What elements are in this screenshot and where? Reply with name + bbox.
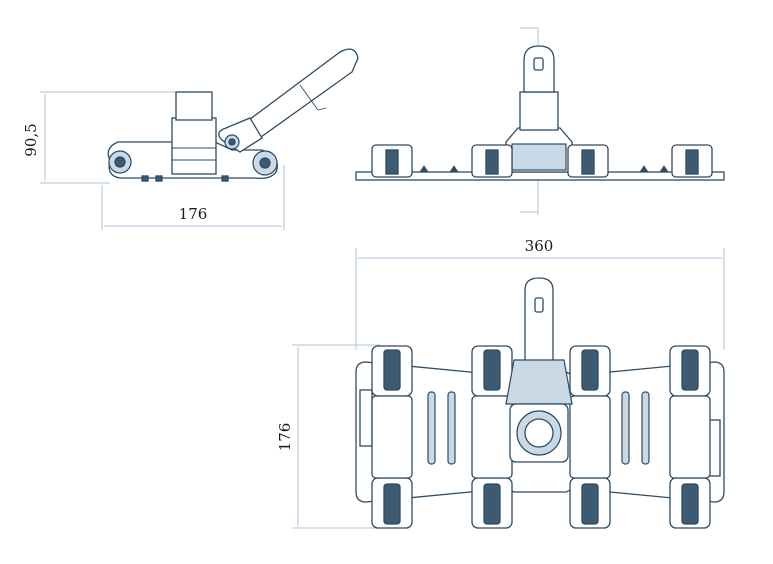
top-view: 360 176 bbox=[276, 237, 725, 529]
side-neck-top bbox=[175, 91, 213, 121]
top-wheels bbox=[371, 345, 711, 529]
top-brand-plate-left bbox=[359, 389, 373, 447]
top-channels bbox=[427, 391, 650, 465]
side-neck bbox=[171, 117, 217, 175]
side-length-label: 176 bbox=[179, 205, 208, 223]
top-handle-bracket bbox=[505, 359, 573, 405]
top-width-label: 360 bbox=[525, 237, 554, 255]
top-depth-label: 176 bbox=[276, 423, 294, 452]
front-neck bbox=[519, 91, 559, 131]
front-wheels bbox=[371, 144, 713, 178]
side-height-label: 90,5 bbox=[22, 123, 40, 156]
front-view bbox=[355, 27, 725, 215]
side-handle bbox=[218, 48, 359, 153]
side-view: 90,5 176 bbox=[22, 48, 359, 230]
top-handle bbox=[524, 277, 554, 373]
